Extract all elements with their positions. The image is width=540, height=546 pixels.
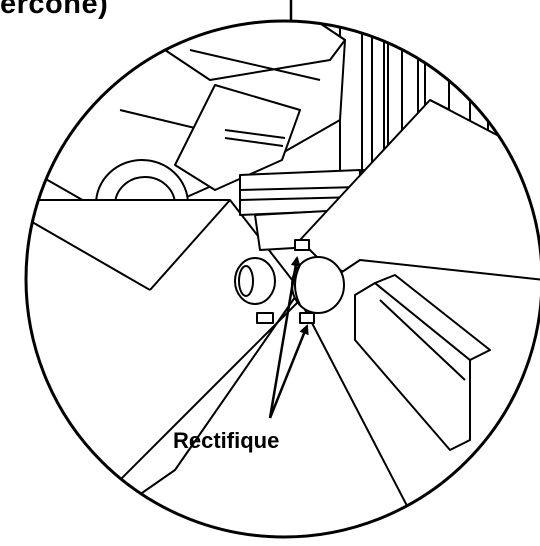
fence-block [354, 274, 491, 451]
bushing [234, 239, 345, 324]
callout-label: Rectifique [173, 428, 280, 453]
arrow-lower [268, 324, 309, 419]
callout-arrows [268, 256, 309, 419]
motor-housing [29, 21, 346, 211]
left-block [26, 199, 301, 537]
header-text: ercone) [0, 0, 109, 20]
magnifier-circle [24, 19, 540, 539]
arrow-upper [268, 256, 301, 419]
